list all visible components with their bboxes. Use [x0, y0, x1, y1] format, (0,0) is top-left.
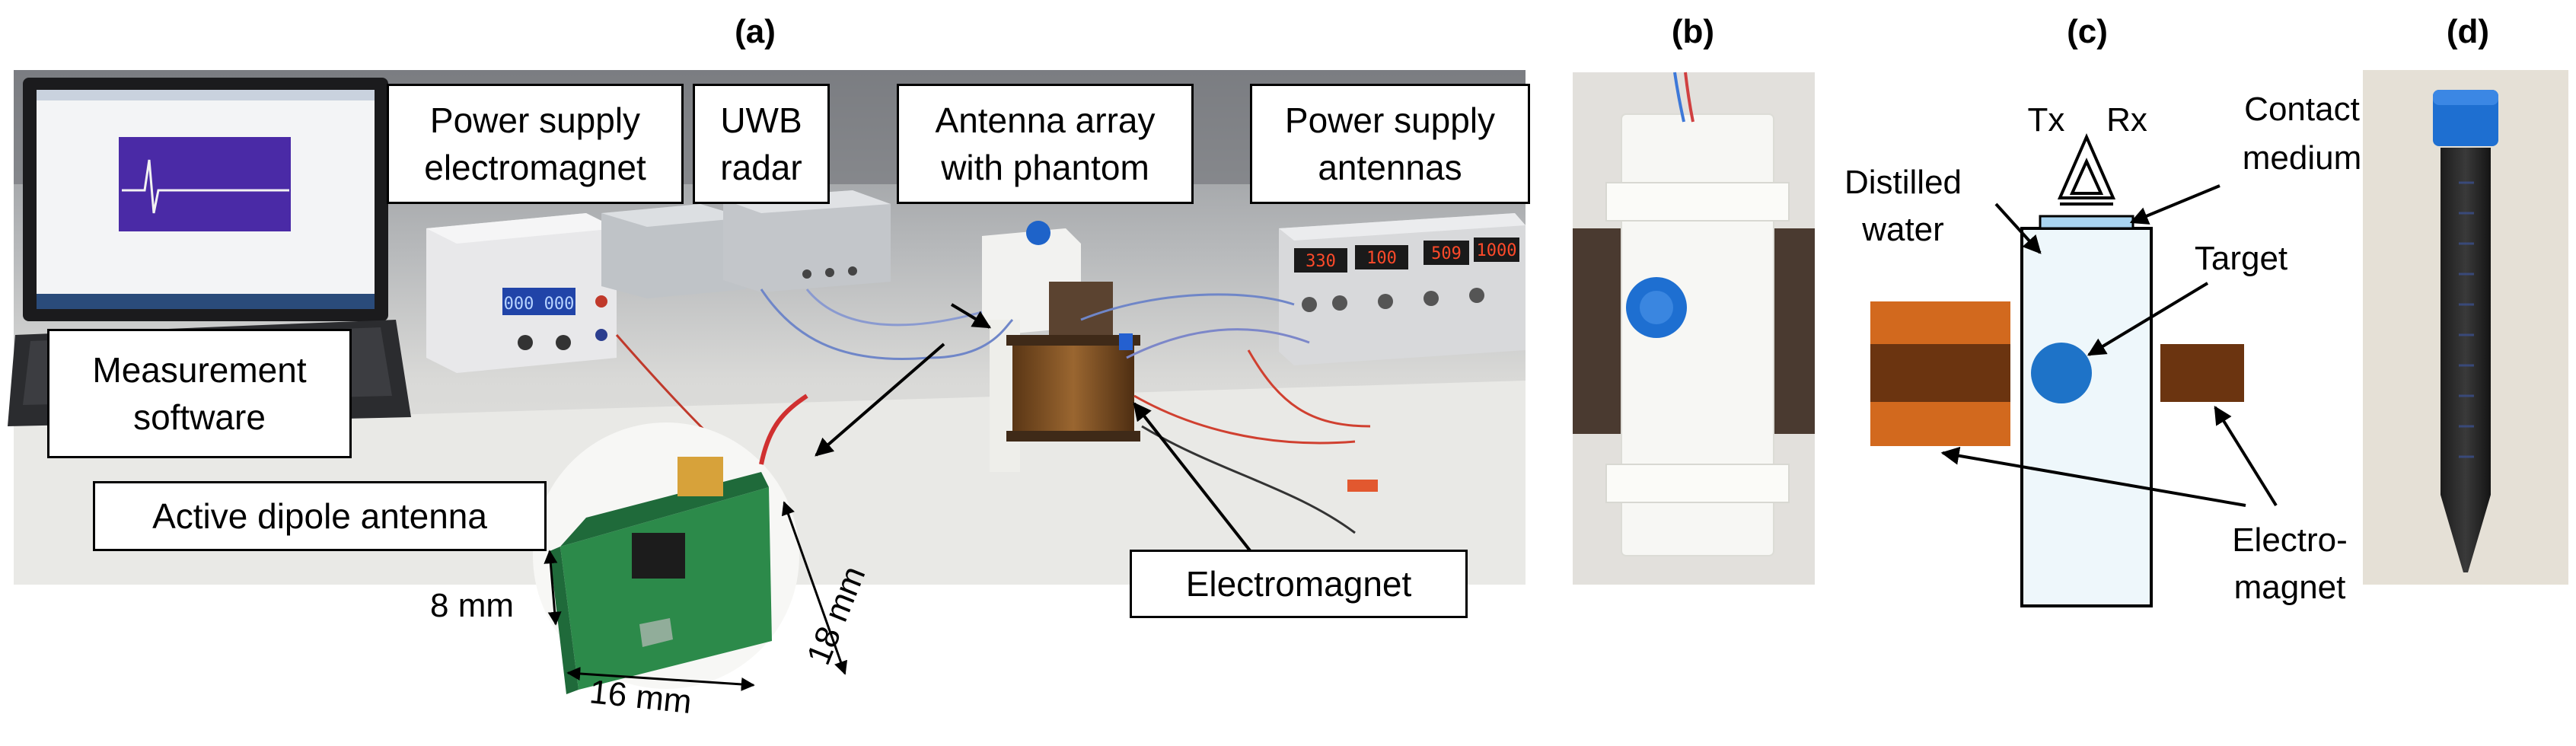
callout-uwb-radar-line1: UWB [720, 100, 802, 140]
callout-active-dipole-antenna: Active dipole antenna [93, 481, 547, 551]
panel-label-d: (d) [2447, 13, 2489, 50]
dim-height-label: 8 mm [430, 587, 514, 624]
panel-label-c: (c) [2067, 13, 2108, 50]
tx-label: Tx [2028, 101, 2065, 139]
water-tank [2020, 227, 2153, 607]
callout-electromagnet-text: Electromagnet [1185, 564, 1412, 604]
contact-medium-label-1: Contact [2244, 91, 2360, 128]
callout-power-supply-antennas-line1: Power supply [1284, 100, 1496, 140]
schematic-labels: Tx Rx Contact medium Distilled water Tar… [1844, 91, 2361, 606]
callout-antenna-array-line1: Antenna array [935, 100, 1156, 140]
electromagnet-right-coil [2160, 344, 2244, 402]
panel-label-a: (a) [735, 13, 776, 50]
phantom-holder [1621, 113, 1774, 556]
callout-antenna-array-line2: with phantom [941, 148, 1149, 187]
callout-power-supply-antennas-line2: antennas [1318, 148, 1462, 187]
distilled-water-label-2: water [1861, 211, 1944, 248]
callout-measurement-software-line1: Measurement [92, 350, 307, 390]
target-label: Target [2195, 240, 2287, 277]
dim-8mm-arrow [544, 550, 562, 626]
dimension-arrows [544, 501, 848, 691]
callout-power-supply-electromagnet-line1: Power supply [429, 100, 641, 140]
dim-18mm-arrow [781, 501, 848, 675]
callout-arrows [815, 303, 1265, 569]
connector-plug [1347, 480, 1378, 492]
callout-uwb-radar: UWB radar [693, 84, 830, 204]
callout-active-dipole-antenna-text: Active dipole antenna [152, 496, 487, 536]
svg-text:1000: 1000 [1477, 241, 1517, 260]
panel-c-schematic [1870, 133, 2244, 607]
contact-medium-label-2: medium [2243, 139, 2362, 177]
antenna-inner-triangle [2069, 158, 2104, 195]
callout-antenna-array: Antenna array with phantom [897, 84, 1194, 204]
magnet-right-dark [1774, 228, 1815, 434]
power-supply-antennas-device: 330 100 509 1000 [1279, 213, 1526, 365]
antenna-array-phantom [982, 221, 1140, 472]
callout-power-supply-electromagnet: Power supply electromagnet [387, 84, 684, 204]
radar-plot-screen [119, 137, 291, 231]
schematic-arrows [1940, 184, 2278, 507]
callout-electromagnet: Electromagnet [1130, 550, 1468, 618]
panel-label-b: (b) [1672, 13, 1714, 50]
active-dipole-inset [533, 394, 808, 694]
svg-text:100: 100 [1366, 249, 1397, 268]
cables [615, 289, 1371, 534]
callout-power-supply-electromagnet-line2: electromagnet [424, 148, 646, 187]
uwb-radar-device [601, 190, 891, 298]
power-supply-electromagnet-device: 000 000 [426, 213, 617, 373]
callout-uwb-radar-line2: radar [720, 148, 802, 187]
distilled-water-label-1: Distilled [1844, 164, 1962, 201]
electromagnet-left-coil [1870, 344, 2010, 402]
rx-label: Rx [2106, 101, 2147, 139]
contact-medium-layer [2039, 215, 2134, 230]
antenna-outer-triangle [2057, 133, 2116, 199]
tube-body [2441, 148, 2491, 572]
magnet-left-dark [1573, 228, 1626, 434]
svg-text:330: 330 [1306, 252, 1336, 271]
callout-measurement-software: Measurement software [47, 329, 352, 458]
panel-b-photo [1573, 72, 1815, 585]
dim-16mm-arrow [566, 667, 755, 691]
target-sphere [2031, 343, 2092, 403]
svg-text:000 000: 000 000 [504, 295, 575, 314]
callout-measurement-software-line2: software [133, 397, 266, 437]
electromagnet-schematic-label-2: magnet [2234, 569, 2346, 606]
panel-labels: (a) (b) (c) (d) [735, 13, 2489, 50]
callout-power-supply-antennas: Power supply antennas [1250, 84, 1530, 204]
svg-text:509: 509 [1431, 244, 1462, 263]
electromagnet-schematic-label-1: Electro- [2232, 521, 2348, 559]
panel-d-photo [2363, 70, 2568, 585]
